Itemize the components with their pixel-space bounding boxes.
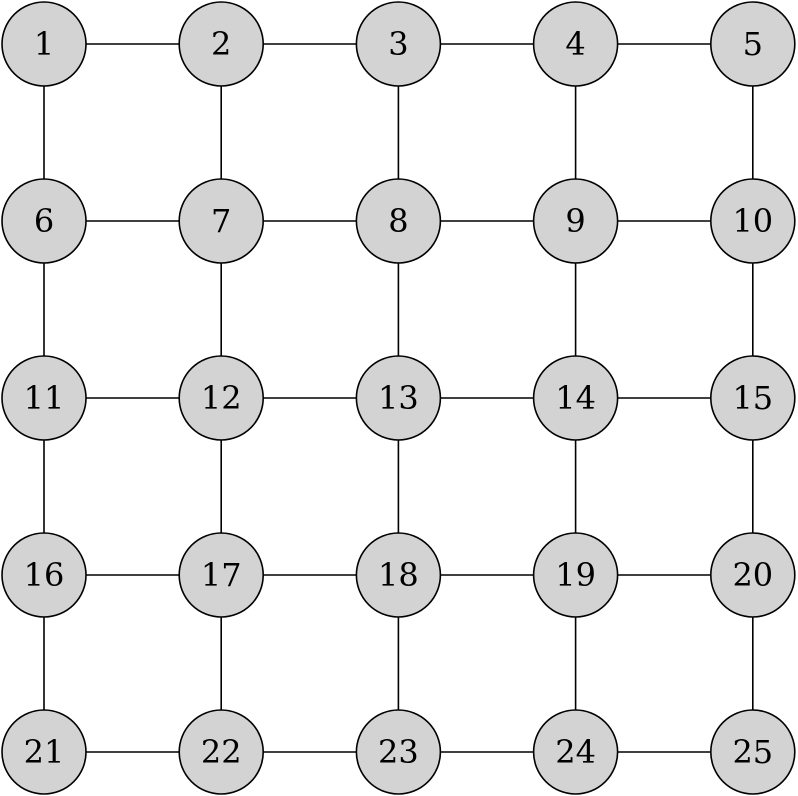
- node-17: 17: [178, 532, 264, 618]
- node-circle: [1, 532, 87, 618]
- node-18: 18: [355, 532, 442, 618]
- node-16: 16: [1, 532, 87, 618]
- node-circle: [532, 178, 619, 264]
- node-label: 24: [555, 733, 596, 771]
- node-circle: [178, 355, 264, 441]
- node-circle: [178, 178, 264, 264]
- node-circle: [1, 178, 87, 264]
- node-label: 14: [555, 379, 596, 417]
- node-circle: [355, 178, 442, 264]
- node-label: 13: [378, 379, 419, 417]
- node-circle: [709, 1, 796, 87]
- node-21: 21: [1, 709, 87, 795]
- node-label: 9: [565, 202, 585, 240]
- node-circle: [178, 709, 264, 795]
- node-label: 20: [732, 556, 773, 594]
- node-circle: [355, 532, 442, 618]
- node-circle: [1, 355, 87, 441]
- node-14: 14: [532, 355, 619, 441]
- node-24: 24: [532, 709, 619, 795]
- node-label: 22: [201, 733, 242, 771]
- node-label: 3: [388, 25, 408, 63]
- node-2: 2: [178, 1, 264, 87]
- node-label: 12: [201, 379, 242, 417]
- node-19: 19: [532, 532, 619, 618]
- node-circle: [355, 1, 442, 87]
- node-label: 4: [565, 25, 585, 63]
- node-circle: [709, 355, 796, 441]
- node-label: 7: [211, 202, 231, 240]
- node-22: 22: [178, 709, 264, 795]
- node-circle: [1, 709, 87, 795]
- node-label: 17: [201, 556, 242, 594]
- node-7: 7: [178, 178, 264, 264]
- node-8: 8: [355, 178, 442, 264]
- node-circle: [532, 355, 619, 441]
- node-label: 11: [24, 379, 65, 417]
- node-circle: [532, 709, 619, 795]
- node-23: 23: [355, 709, 442, 795]
- node-circle: [178, 532, 264, 618]
- node-label: 16: [24, 556, 65, 594]
- node-25: 25: [709, 709, 796, 795]
- node-11: 11: [1, 355, 87, 441]
- node-label: 15: [732, 379, 773, 417]
- node-circle: [355, 355, 442, 441]
- node-4: 4: [532, 1, 619, 87]
- node-label: 19: [555, 556, 596, 594]
- node-label: 10: [732, 202, 773, 240]
- node-3: 3: [355, 1, 442, 87]
- node-label: 5: [743, 25, 763, 63]
- node-circle: [178, 1, 264, 87]
- node-9: 9: [532, 178, 619, 264]
- node-10: 10: [709, 178, 796, 264]
- node-label: 21: [24, 733, 65, 771]
- node-circle: [709, 532, 796, 618]
- node-circle: [709, 709, 796, 795]
- node-circle: [532, 1, 619, 87]
- node-20: 20: [709, 532, 796, 618]
- node-label: 25: [732, 733, 773, 771]
- node-6: 6: [1, 178, 87, 264]
- node-label: 23: [378, 733, 419, 771]
- node-label: 2: [211, 25, 231, 63]
- node-label: 18: [378, 556, 419, 594]
- node-15: 15: [709, 355, 796, 441]
- node-label: 8: [388, 202, 408, 240]
- node-circle: [1, 1, 87, 87]
- node-1: 1: [1, 1, 87, 87]
- node-circle: [532, 532, 619, 618]
- node-13: 13: [355, 355, 442, 441]
- node-label: 1: [34, 25, 54, 63]
- node-circle: [355, 709, 442, 795]
- node-label: 6: [34, 202, 54, 240]
- node-12: 12: [178, 355, 264, 441]
- node-5: 5: [709, 1, 796, 87]
- node-circle: [709, 178, 796, 264]
